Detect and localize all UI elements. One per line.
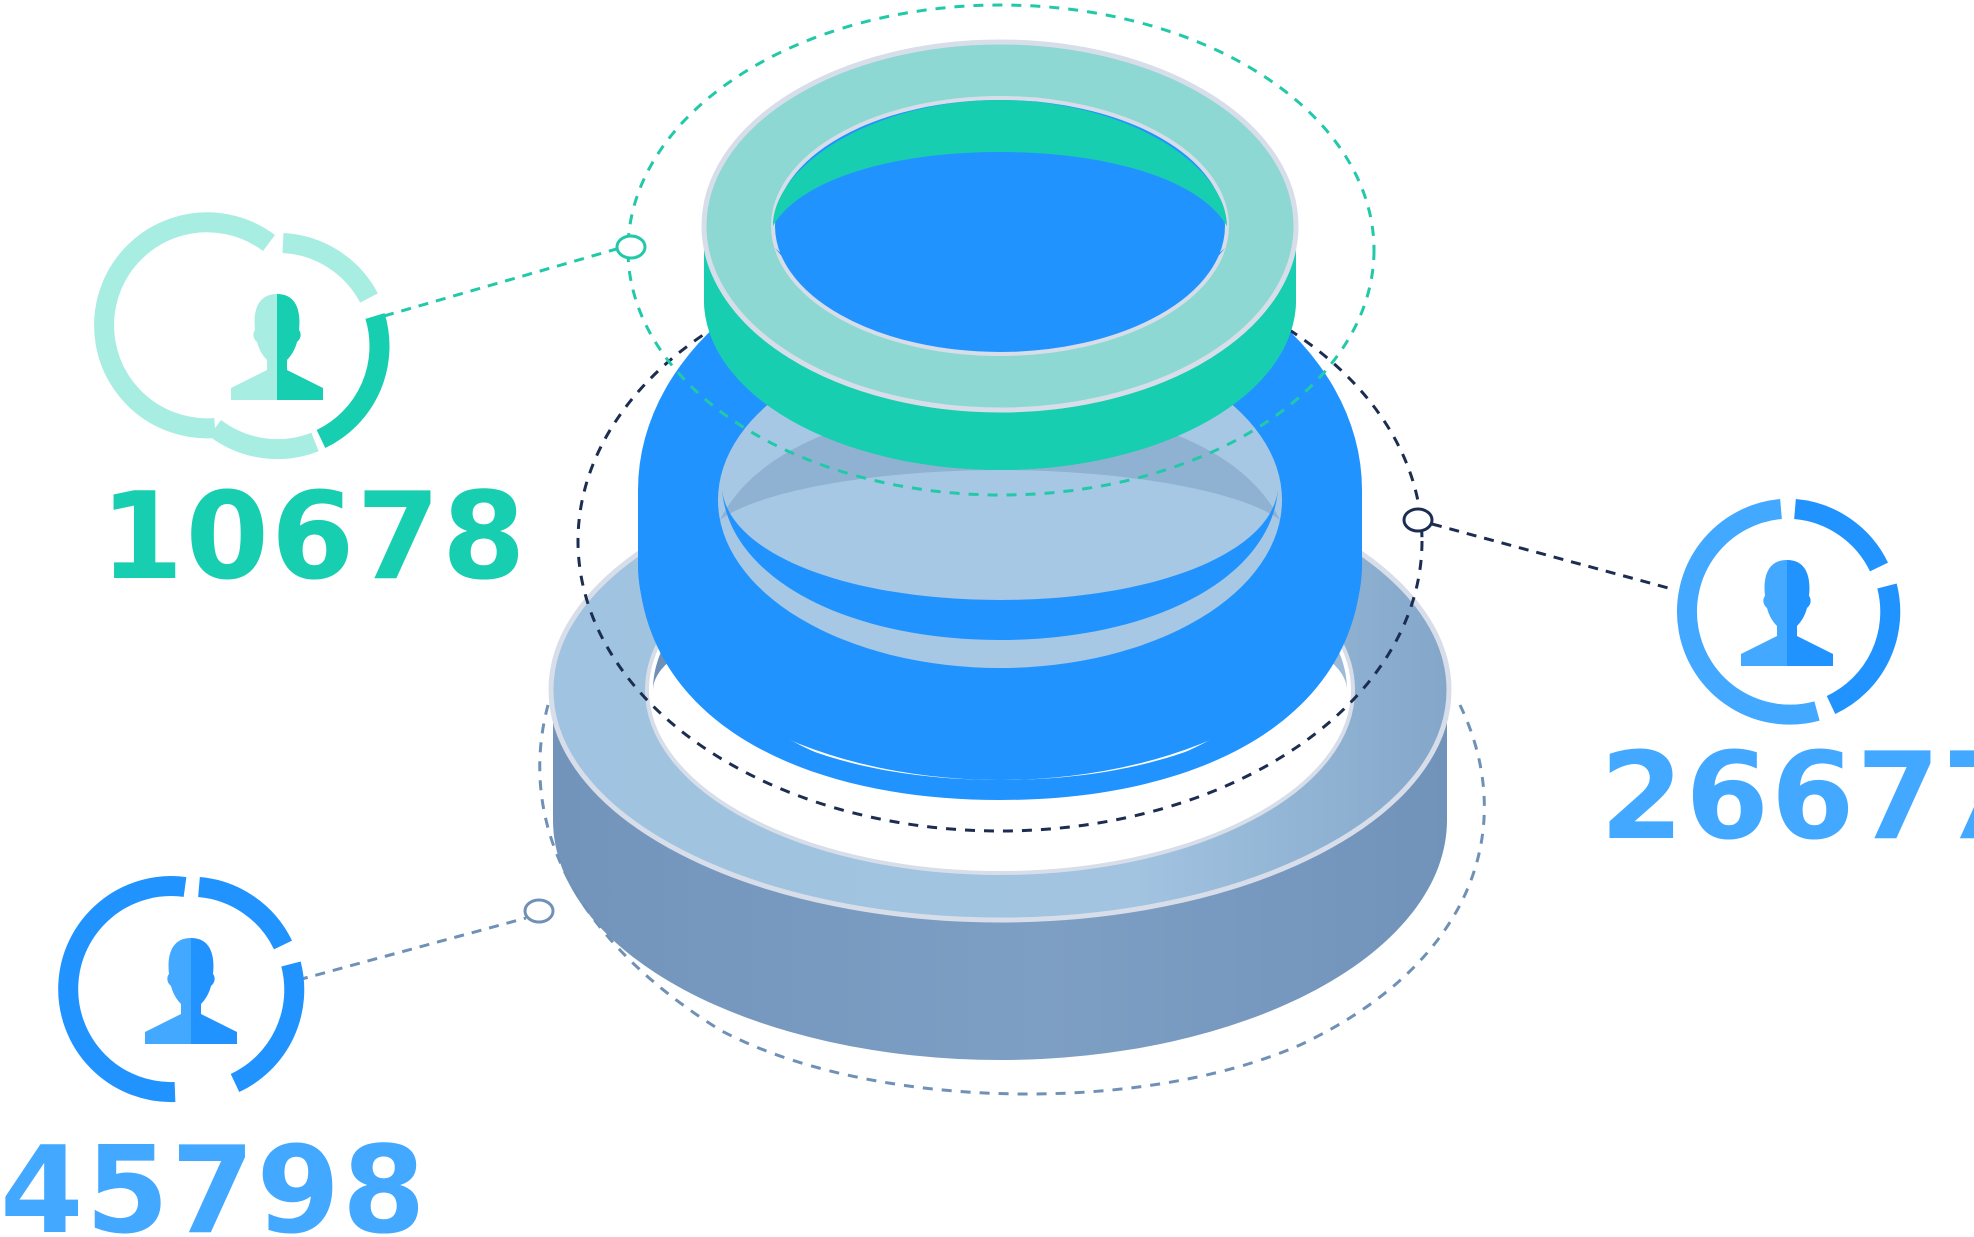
connector-bottom-node — [523, 898, 555, 924]
stat-value-top: 10678 — [100, 468, 527, 607]
stat-value-middle: 26677 — [1600, 728, 1974, 867]
badge-bottom-arc-strong — [230, 961, 305, 1093]
top-ring — [701, 39, 1299, 470]
connector-top-line — [383, 246, 621, 318]
middle-ring-inner-front — [722, 490, 1278, 640]
badge-bottom-arc-light — [58, 876, 187, 1103]
badge-middle-arc-strong — [1826, 583, 1901, 715]
top-ring-hole-blue-edge — [775, 248, 1225, 340]
top-ring-inner-wall — [773, 100, 1227, 226]
badge-top-arc-light — [94, 212, 275, 439]
user-icon — [1741, 560, 1833, 666]
stat-value-bottom: 45798 — [0, 1122, 427, 1237]
badge-middle-arc-light — [1677, 499, 1820, 725]
connector-middle — [1402, 507, 1673, 591]
top-orbit-dashed — [626, 3, 1376, 497]
connector-middle-node — [1402, 507, 1434, 533]
connector-bottom — [297, 898, 555, 982]
user-icon — [231, 294, 323, 400]
stat-badge-top — [94, 212, 390, 460]
badge-top-arc-light-3 — [208, 419, 319, 460]
badge-bottom-arc-light-2 — [197, 877, 293, 950]
user-icon — [145, 938, 237, 1044]
connector-top — [383, 234, 647, 318]
connector-bottom-line — [297, 916, 527, 982]
connector-top-node — [615, 234, 647, 260]
badge-top-arc-strong — [316, 313, 390, 449]
stat-badge-middle — [1677, 499, 1901, 725]
badge-middle-arc-light-2 — [1793, 499, 1889, 572]
bottom-orbit-dashed — [538, 704, 1486, 1096]
badge-top-arc-light-2 — [282, 233, 378, 303]
stat-badge-bottom — [58, 876, 305, 1103]
badge-top-ring-light — [365, 301, 377, 303]
connector-middle-line — [1431, 522, 1673, 591]
